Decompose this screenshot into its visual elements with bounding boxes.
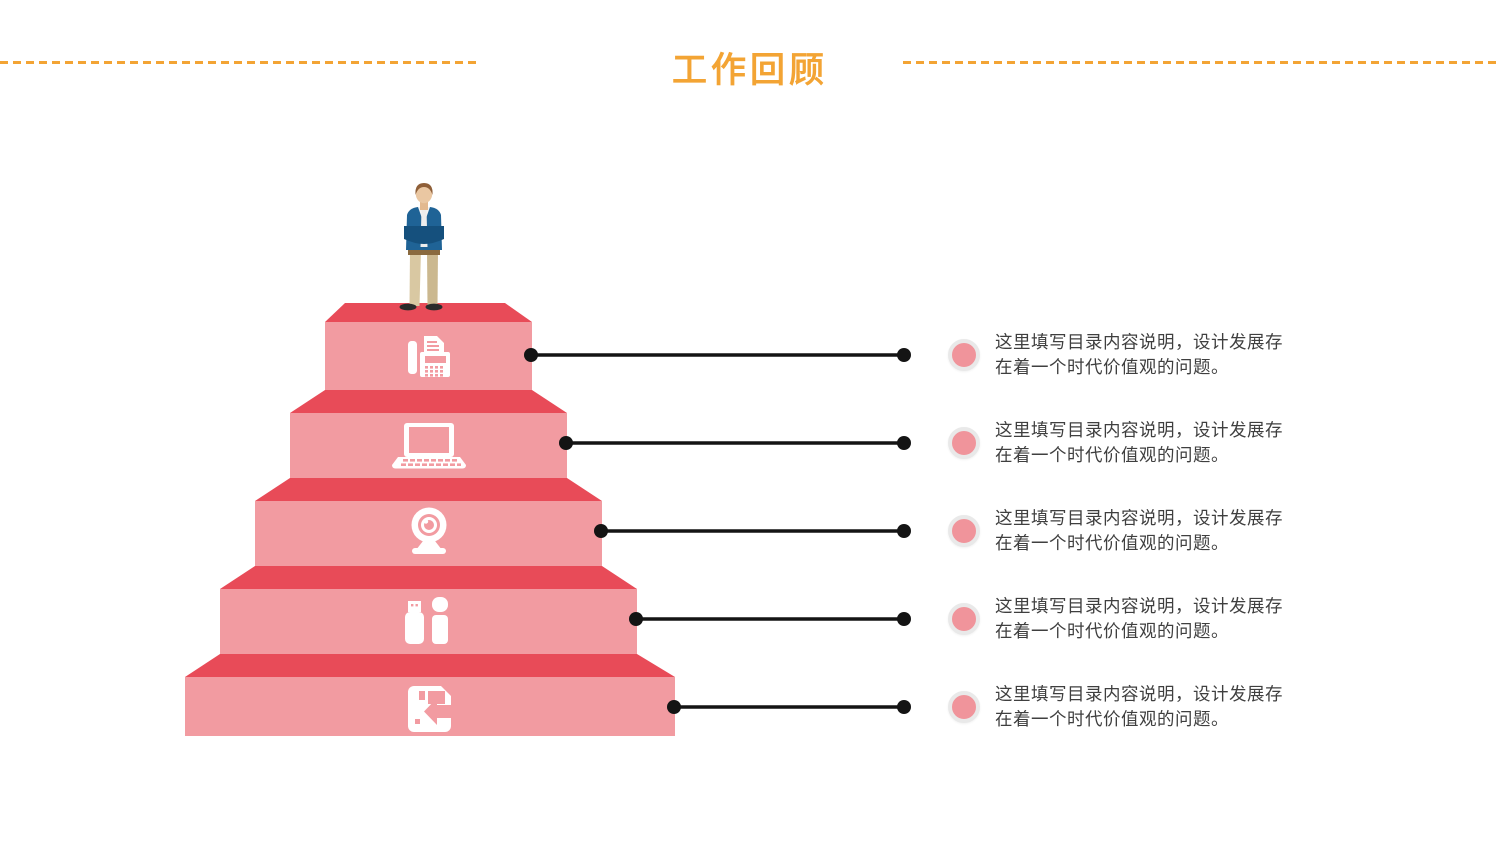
- connector-line-5: [667, 700, 911, 714]
- callout-text: 这里填写目录内容说明，设计发展存 在着一个时代价值观的问题。: [995, 508, 1283, 553]
- usb-flash-drives-icon: [405, 597, 448, 644]
- connector-line-3: [594, 524, 911, 538]
- page-title: 工作回顾: [671, 51, 828, 90]
- callout-text: 这里填写目录内容说明，设计发展存 在着一个时代价值观的问题。: [995, 596, 1283, 641]
- connector-line-1: [524, 348, 911, 362]
- callout-item-3: 这里填写目录内容说明，设计发展存 在着一个时代价值观的问题。: [948, 503, 1338, 559]
- title-dash-line-right: [903, 61, 1500, 64]
- connector-line-4: [629, 612, 911, 626]
- step-4: [220, 566, 637, 654]
- bullet-circle: [948, 515, 980, 547]
- fax-machine-icon: [408, 336, 450, 377]
- callout-text: 这里填写目录内容说明，设计发展存 在着一个时代价值观的问题。: [995, 420, 1283, 465]
- connector-line-2: [559, 436, 911, 450]
- floppy-disk-save-icon: [408, 686, 451, 732]
- callout-text: 这里填写目录内容说明，设计发展存 在着一个时代价值观的问题。: [995, 332, 1283, 377]
- title-dash-line-left: [0, 61, 480, 64]
- webcam-icon: [411, 507, 447, 554]
- callout-text: 这里填写目录内容说明，设计发展存 在着一个时代价值观的问题。: [995, 684, 1283, 729]
- businessman-figure: [399, 183, 444, 311]
- step-1: [325, 303, 532, 390]
- bullet-circle: [948, 603, 980, 635]
- bullet-circle: [948, 691, 980, 723]
- bullet-circle: [948, 339, 980, 371]
- callout-item-1: 这里填写目录内容说明，设计发展存 在着一个时代价值观的问题。: [948, 327, 1338, 383]
- bullet-circle: [948, 427, 980, 459]
- callout-item-2: 这里填写目录内容说明，设计发展存 在着一个时代价值观的问题。: [948, 415, 1338, 471]
- callout-item-4: 这里填写目录内容说明，设计发展存 在着一个时代价值观的问题。: [948, 591, 1338, 647]
- laptop-icon: [392, 423, 466, 469]
- callout-item-5: 这里填写目录内容说明，设计发展存 在着一个时代价值观的问题。: [948, 679, 1338, 735]
